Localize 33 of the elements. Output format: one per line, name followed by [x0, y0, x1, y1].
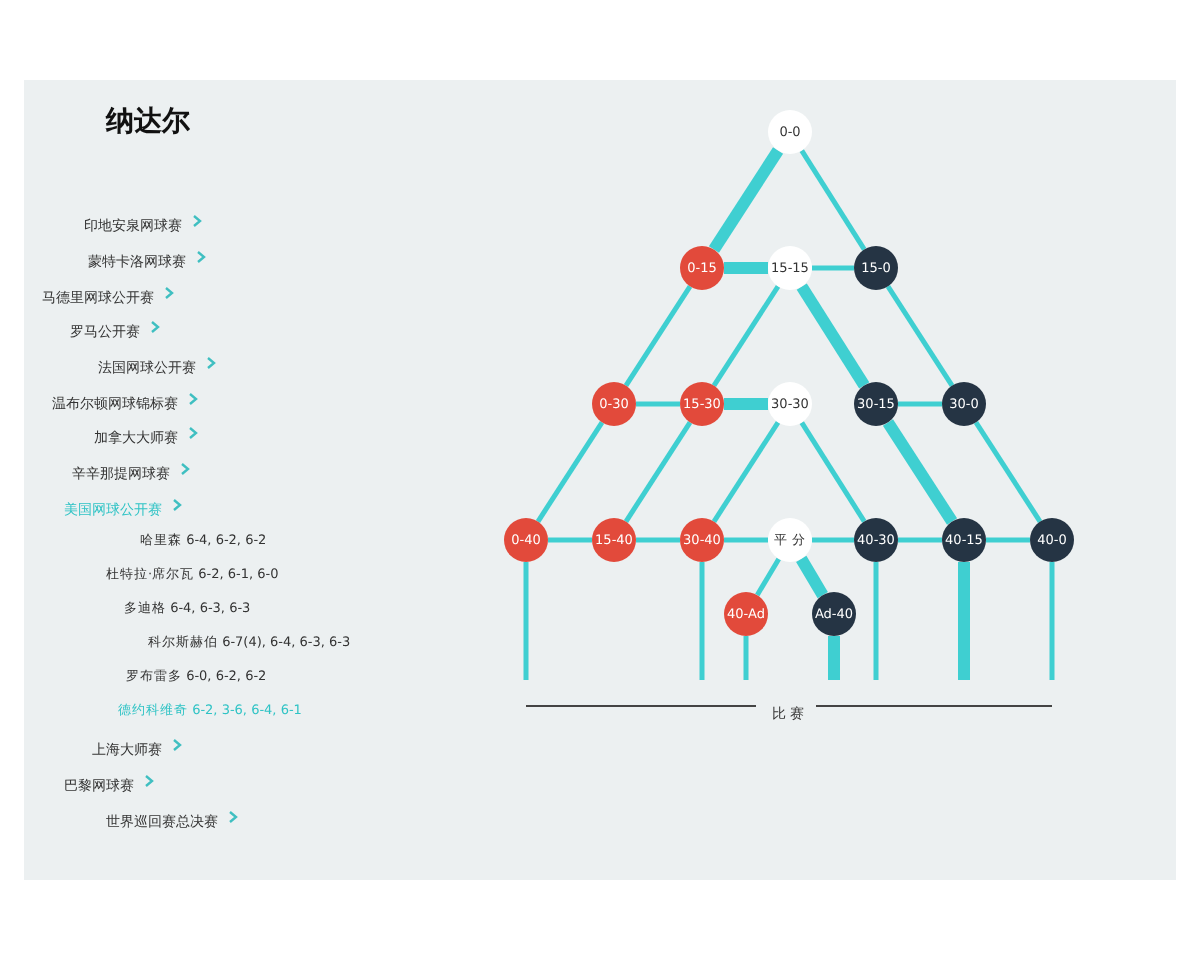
connector-line	[873, 562, 879, 680]
connector-line	[636, 537, 680, 543]
connector-line	[623, 285, 693, 387]
connector-line	[708, 147, 784, 253]
connector-line	[535, 421, 605, 523]
connector-line	[523, 562, 529, 680]
connector-line	[812, 537, 854, 543]
connector-line	[755, 557, 781, 597]
connector-line	[799, 421, 867, 523]
connector-line	[986, 537, 1030, 543]
connector-line	[1049, 562, 1055, 680]
connector-line	[699, 562, 705, 680]
title: 纳达尔	[106, 106, 190, 138]
connector-line	[636, 401, 680, 407]
connector-line	[796, 283, 870, 389]
connector-line	[898, 401, 942, 407]
connector-line	[882, 419, 958, 525]
connector-line	[898, 537, 942, 543]
connector-line	[799, 149, 867, 251]
connector-line	[958, 562, 970, 680]
connector-line	[711, 421, 781, 523]
connector-line	[743, 636, 749, 680]
connector-line	[812, 265, 854, 271]
connector-line	[973, 421, 1043, 523]
connector-line	[724, 537, 768, 543]
connector-line	[623, 421, 693, 523]
connector-line	[724, 398, 768, 410]
connector-line	[885, 285, 955, 387]
connector-line	[711, 285, 781, 387]
connector-line	[828, 636, 840, 680]
connector-line	[548, 537, 592, 543]
connector-line	[724, 262, 768, 274]
connector-line	[796, 555, 828, 599]
